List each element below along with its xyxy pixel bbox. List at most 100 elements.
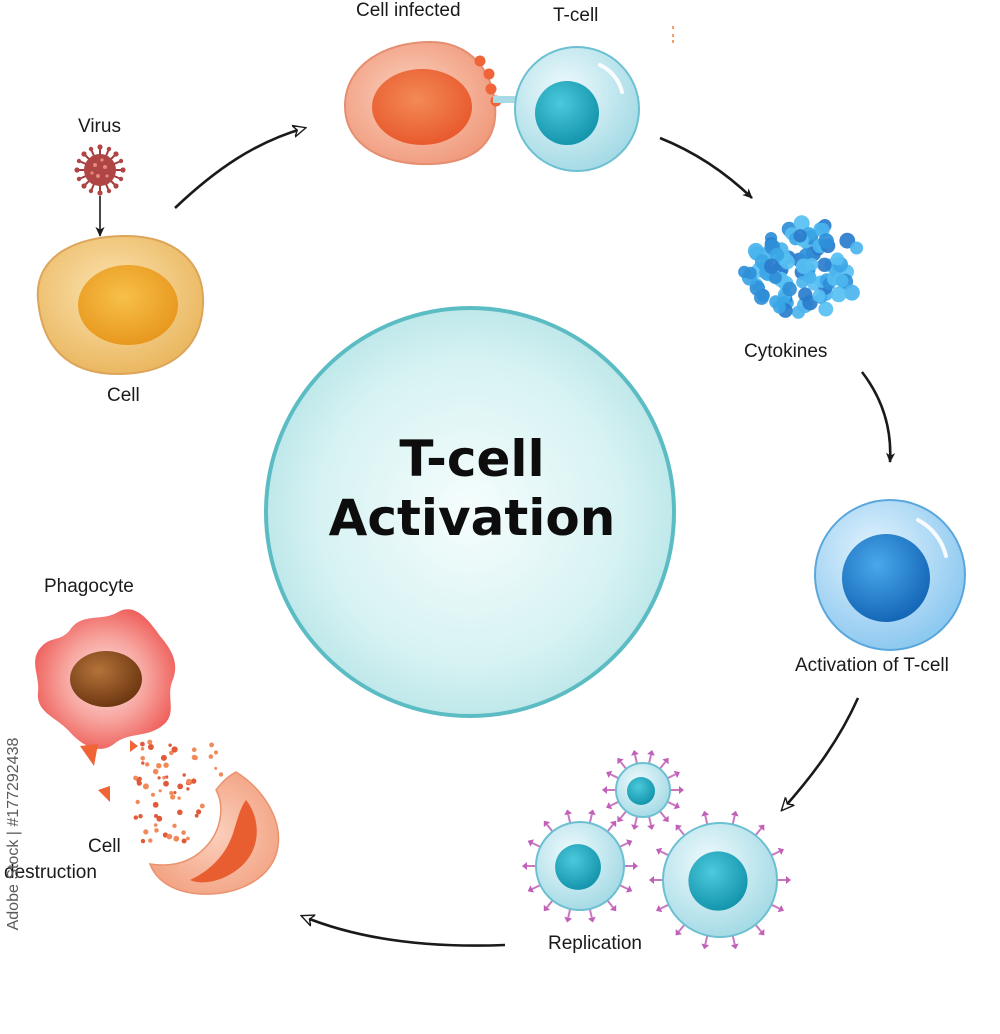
receptor-tip (679, 786, 684, 794)
label-phagocyte: Phagocyte (44, 576, 134, 597)
debris-particle (177, 783, 184, 790)
debris-particle (213, 750, 219, 755)
debris-particle (153, 823, 158, 827)
label-cell-destruction-line1: Cell (88, 836, 121, 857)
receptor-tip (662, 757, 669, 765)
receptor-stalk (619, 761, 627, 770)
label-cell-infected: Cell infected (356, 0, 461, 21)
receptor-tip (758, 929, 765, 936)
receptor-tip (543, 904, 551, 912)
debris-particle (194, 813, 199, 818)
cell-debris-particles (133, 739, 224, 844)
debris-particle (162, 775, 166, 780)
receptor-stalk (546, 823, 554, 833)
receptor-tip (564, 809, 573, 816)
center-circle (264, 306, 676, 718)
cytokine-particle (843, 284, 860, 301)
debris-particle (156, 815, 163, 822)
phagocyte (35, 609, 176, 802)
receptor-stalk (731, 815, 736, 825)
debris-particle (218, 772, 224, 777)
receptor-tip (673, 770, 680, 778)
cytokine-particle (779, 254, 795, 270)
debris-particle (173, 835, 180, 842)
label-virus: Virus (78, 116, 121, 137)
receptor-tip (606, 770, 613, 778)
t-cell-activation-diagram (35, 26, 966, 950)
receptor-stalk (619, 810, 627, 819)
receptor-tip (786, 876, 791, 884)
receptor-tip (543, 820, 551, 828)
debris-particle (181, 838, 187, 844)
receptor-tip (730, 810, 739, 817)
debris-particle (154, 814, 158, 818)
cytokine-particle (782, 281, 797, 297)
replicated-t-cell-nucleus (627, 777, 655, 805)
receptor-tip (609, 820, 617, 828)
receptor-stalk (704, 935, 709, 945)
debris-particle (152, 801, 159, 808)
arrow-tcell-to-cytokines (659, 136, 753, 199)
receptor-tip (633, 862, 638, 870)
receptor-tip (626, 839, 633, 847)
debris-particle (163, 762, 169, 768)
receptor-stalk (704, 815, 709, 825)
infected-cell (343, 40, 502, 166)
receptor-stalk (666, 773, 676, 780)
cytokines-cluster (738, 215, 864, 319)
debris-particle (177, 809, 183, 816)
receptor-stalk (619, 842, 629, 848)
debris-particle (140, 747, 145, 751)
debris-particle (173, 791, 177, 795)
debris-particle (171, 746, 178, 753)
healthy-cell (36, 234, 205, 376)
debris-particle (160, 754, 167, 761)
receptor-stalk (660, 903, 670, 910)
debris-particle (138, 814, 143, 819)
debris-particle (133, 775, 139, 781)
receptor-stalk (678, 827, 686, 837)
center-title: T-cell Activation (270, 430, 674, 548)
cytokine-particle (793, 215, 810, 232)
t-cell (514, 46, 640, 172)
debris-particle (196, 809, 202, 815)
debris-particle (209, 742, 215, 748)
arrow-cytokines-to-activation (860, 371, 896, 463)
label-t-cell: T-cell (553, 5, 599, 26)
receptor-stalk (634, 816, 638, 826)
debris-particle (152, 768, 159, 775)
receptor-tip (675, 929, 682, 936)
debris-particle (214, 766, 218, 770)
debris-particle (141, 761, 145, 765)
receptor-stalk (619, 884, 629, 890)
debris-particle (177, 796, 181, 800)
receptor-stalk (659, 761, 667, 770)
cytokine-particle (744, 266, 757, 280)
debris-particle (169, 750, 174, 756)
arrow-cell-to-infected (174, 128, 305, 209)
debris-particle (157, 776, 161, 780)
receptor-stalk (754, 827, 762, 837)
debris-particle (168, 743, 172, 747)
label-cell-destruction-line2: destruction (4, 862, 97, 883)
debris-particle (172, 823, 177, 828)
receptor-stalk (567, 814, 572, 824)
receptor-stalk (546, 899, 554, 909)
debris-particle (165, 775, 169, 779)
cytokine-particle (835, 274, 849, 288)
receptor-stalk (531, 884, 541, 890)
receptor-tip (758, 824, 765, 831)
debris-particle (136, 779, 140, 783)
receptor-tip (587, 916, 596, 923)
debris-particle (186, 778, 192, 785)
debris-particle (145, 762, 150, 767)
debris-particle (142, 783, 149, 790)
debris-particle (133, 815, 138, 820)
cytokine-particle (830, 286, 847, 303)
receptor-tip (777, 905, 784, 913)
receptor-stalk (648, 754, 652, 764)
activated-t-cell (814, 499, 966, 651)
arrow-replication-to-destruction (302, 916, 506, 947)
receptor-stalk (731, 935, 736, 945)
cytokine-particle (773, 300, 786, 314)
